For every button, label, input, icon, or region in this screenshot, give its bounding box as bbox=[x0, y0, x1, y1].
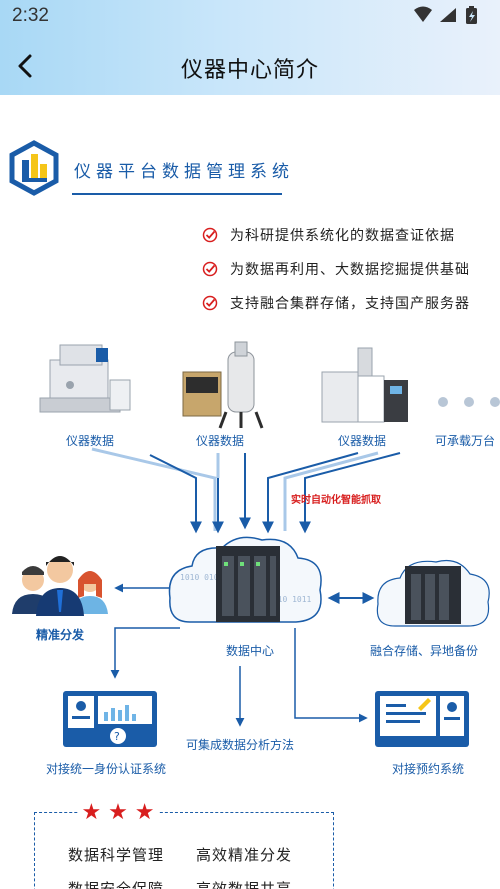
instrument-label: 仪器数据 bbox=[338, 434, 387, 448]
benefits-box bbox=[34, 812, 334, 889]
system-title: 仪器平台数据管理系统 bbox=[74, 162, 294, 182]
booking-system-label: 对接预约系统 bbox=[392, 762, 465, 776]
nmr-spectrometer-image bbox=[182, 341, 264, 429]
chevron-left-icon bbox=[18, 54, 32, 78]
system-logo bbox=[9, 140, 59, 196]
star-icon: ★ bbox=[108, 800, 128, 825]
chromatograph-image bbox=[321, 347, 408, 423]
stars-rating: ★ ★ ★ bbox=[78, 800, 158, 826]
svg-text:?: ? bbox=[114, 730, 120, 743]
identity-auth-icon: ? bbox=[63, 691, 157, 747]
data-center-label: 数据中心 bbox=[226, 644, 275, 658]
page-title: 仪器中心简介 bbox=[180, 58, 319, 83]
instrument-label: 仪器数据 bbox=[196, 434, 245, 448]
realtime-capture-label: 实时自动化智能抓取 bbox=[291, 495, 381, 506]
wifi-icon bbox=[414, 6, 432, 22]
feature-item: 为数据再利用、大数据挖掘提供基础 bbox=[202, 258, 470, 280]
check-circle-icon bbox=[202, 295, 218, 311]
architecture-diagram: 1010 0101 0110 1011 bbox=[12, 341, 490, 727]
title-underline bbox=[72, 193, 282, 195]
svg-text:0110 1011: 0110 1011 bbox=[268, 595, 312, 604]
instrument-label: 仪器数据 bbox=[66, 434, 115, 448]
star-icon: ★ bbox=[81, 800, 102, 825]
star-icon: ★ bbox=[134, 800, 155, 825]
status-icons bbox=[414, 6, 477, 24]
feature-item: 为科研提供系统化的数据查证依据 bbox=[202, 224, 455, 246]
feature-text: 为数据再利用、大数据挖掘提供基础 bbox=[230, 262, 470, 278]
cellular-signal-icon bbox=[440, 8, 456, 22]
more-dots-icon bbox=[438, 397, 500, 407]
feature-text: 支持融合集群存储，支持国产服务器 bbox=[230, 296, 470, 312]
storage-cloud bbox=[376, 559, 490, 627]
check-circle-icon bbox=[202, 227, 218, 243]
distribution-label: 精准分发 bbox=[36, 628, 85, 642]
data-center-cloud: 1010 0101 0110 1011 bbox=[168, 536, 322, 623]
svg-text:1010 0101: 1010 0101 bbox=[180, 573, 224, 582]
mass-spectrometer-image bbox=[39, 344, 131, 413]
feature-text: 为科研提供系统化的数据查证依据 bbox=[230, 228, 455, 244]
storage-label: 融合存储、异地备份 bbox=[370, 644, 479, 658]
benefit-item: 高效数据共享 bbox=[196, 880, 293, 889]
people-group-image bbox=[12, 556, 108, 616]
status-time: 2:32 bbox=[12, 5, 49, 26]
benefit-item: 高效精准分发 bbox=[196, 846, 293, 864]
back-button[interactable] bbox=[10, 50, 42, 82]
analysis-label: 可集成数据分析方法 bbox=[186, 738, 295, 752]
check-circle-icon bbox=[202, 261, 218, 277]
identity-auth-label: 对接统一身份认证系统 bbox=[46, 762, 167, 776]
feature-item: 支持融合集群存储，支持国产服务器 bbox=[202, 292, 470, 314]
benefit-item: 数据科学管理 bbox=[68, 846, 165, 864]
booking-system-icon bbox=[375, 691, 469, 747]
benefit-item: 数据安全保障 bbox=[68, 880, 165, 889]
capacity-label: 可承载万台 bbox=[435, 434, 496, 448]
battery-charging-icon bbox=[466, 6, 477, 24]
app-header: 2:32 仪器中心简介 bbox=[0, 0, 500, 95]
